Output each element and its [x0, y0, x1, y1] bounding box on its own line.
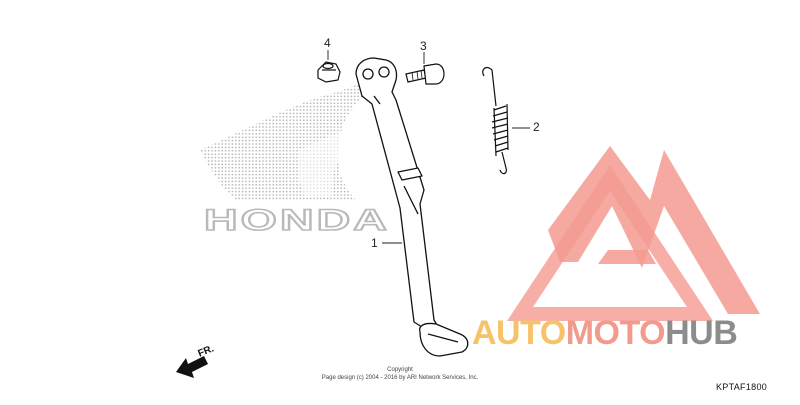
honda-wing-logo — [200, 78, 372, 200]
front-direction-arrow — [176, 356, 208, 378]
leader-lines — [327, 50, 530, 244]
honda-wordmark-text: HONDA — [204, 204, 390, 237]
copyright-line1: Copyright — [387, 367, 413, 373]
callout-3: 3 — [420, 39, 427, 53]
callout-2: 2 — [533, 120, 540, 134]
figure-code: KPTAF1800 — [716, 382, 768, 392]
watermark-auto: AUTO — [472, 314, 566, 352]
callout-4: 4 — [324, 36, 331, 50]
automotohub-logo — [506, 146, 760, 321]
automotohub-watermark: AUTOMOTOHUB — [472, 314, 738, 352]
callout-1: 1 — [371, 236, 378, 250]
watermark-moto: MOTO — [565, 314, 666, 352]
watermark-hub: HUB — [665, 314, 738, 352]
side-stand — [355, 57, 469, 357]
nut-part-4 — [317, 61, 341, 83]
copyright-line2: Page design (c) 2004 - 2016 by ARI Netwo… — [321, 375, 479, 381]
honda-wordmark: HONDA — [203, 203, 390, 238]
bolt-part-3 — [405, 63, 445, 85]
spring-part-2 — [482, 66, 509, 175]
